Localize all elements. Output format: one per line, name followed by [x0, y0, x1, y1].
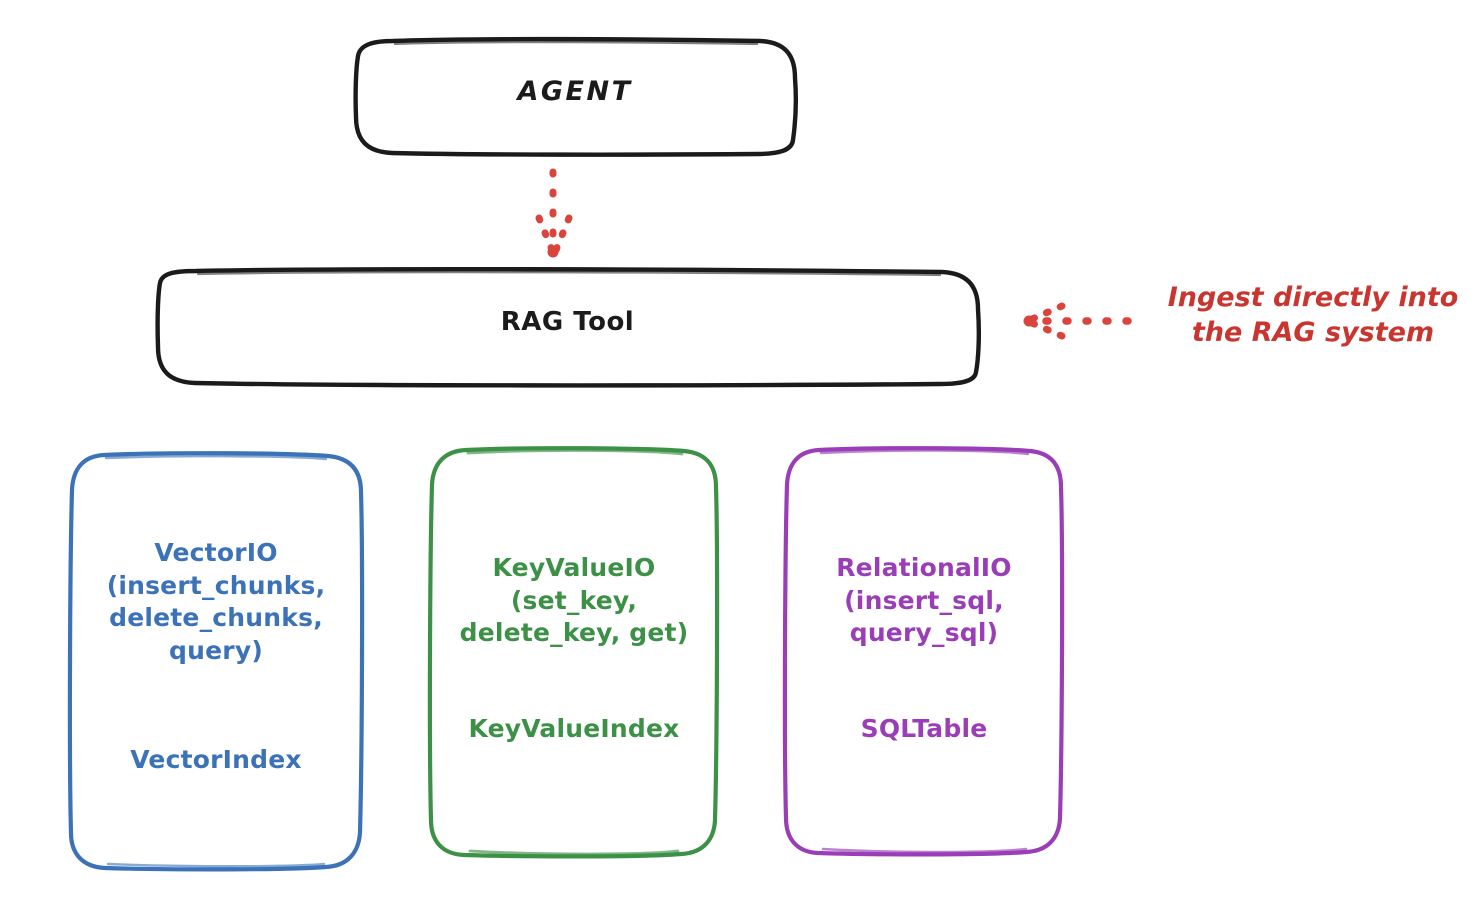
keyvalueio-api-label: KeyValueIO (set_key, delete_key, get): [459, 553, 689, 647]
relationalio-box[interactable]: [782, 446, 1065, 857]
relationalio-api-label: RelationalIO (insert_sql, query_sql): [836, 553, 1012, 647]
vectorio-box[interactable]: [67, 451, 365, 872]
keyvalueindex-label: KeyValueIndex: [468, 714, 680, 743]
agent-box[interactable]: [353, 36, 799, 157]
annotation-to-rag-tool-connector: [1023, 302, 1132, 340]
sqltable-label: SQLTable: [860, 714, 988, 743]
vectorio-api-label: VectorIO (insert_chunks, delete_chunks, …: [106, 538, 326, 665]
rag-tool-box[interactable]: [155, 266, 982, 388]
ingest-annotation: Ingest directly into the RAG system: [1167, 282, 1459, 349]
agent-to-rag-tool-connector: [535, 168, 573, 258]
vectorindex-label: VectorIndex: [130, 745, 302, 774]
keyvalueio-box[interactable]: [427, 446, 720, 859]
